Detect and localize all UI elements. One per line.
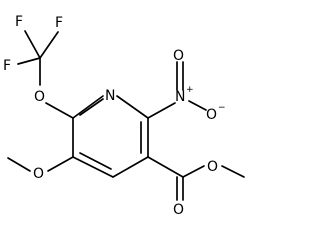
chemical-structure: F F F O N N + O O − O O O: [3, 14, 245, 218]
atom-o-ester-double: O: [173, 202, 184, 218]
bond-o-ch3-ester: [221, 165, 245, 178]
atom-o-nitro-right: O: [206, 107, 217, 123]
bond-carbonyl-o-single: [182, 165, 205, 178]
bonds: [7, 30, 245, 201]
atom-f-left: F: [3, 58, 11, 74]
atom-o-methoxy: O: [33, 166, 44, 182]
charge-n-nitro: +: [186, 85, 194, 95]
atom-f-top-right: F: [55, 15, 63, 31]
atom-f-top-left: F: [15, 14, 23, 30]
atom-o-ester-single: O: [207, 159, 218, 175]
bond-c5-o-methoxy: [47, 156, 74, 172]
charge-o-nitro: −: [218, 103, 226, 113]
bond-c-f-top-left: [24, 30, 41, 59]
bond-ring-c6-n: [72, 95, 104, 119]
bond-c3-carbonyl: [147, 156, 184, 178]
bond-ring-c4-c5-inner: [79, 152, 112, 170]
atom-n-ring: N: [105, 88, 115, 104]
bond-o-ch3-methoxy: [7, 157, 31, 172]
bond-ring-c3-c4: [112, 156, 149, 178]
bond-c-f-top-right: [39, 31, 59, 59]
bond-ring-n-c2: [116, 95, 149, 119]
bond-ring-c4-c5: [72, 156, 114, 178]
bond-n-o-nitro-right: [188, 100, 207, 111]
bond-o-ring-c6: [45, 102, 74, 119]
atom-n-nitro: N: [175, 89, 185, 105]
bond-c2-n-nitro: [147, 102, 176, 119]
atom-o-nitro-top: O: [173, 48, 184, 64]
atom-o-trifluoromethoxy: O: [34, 89, 45, 105]
bond-ring-c6-n-inner: [79, 98, 104, 116]
bond-c-f-left: [17, 57, 41, 65]
atom-labels: F F F O N N + O O − O O O: [3, 14, 226, 218]
